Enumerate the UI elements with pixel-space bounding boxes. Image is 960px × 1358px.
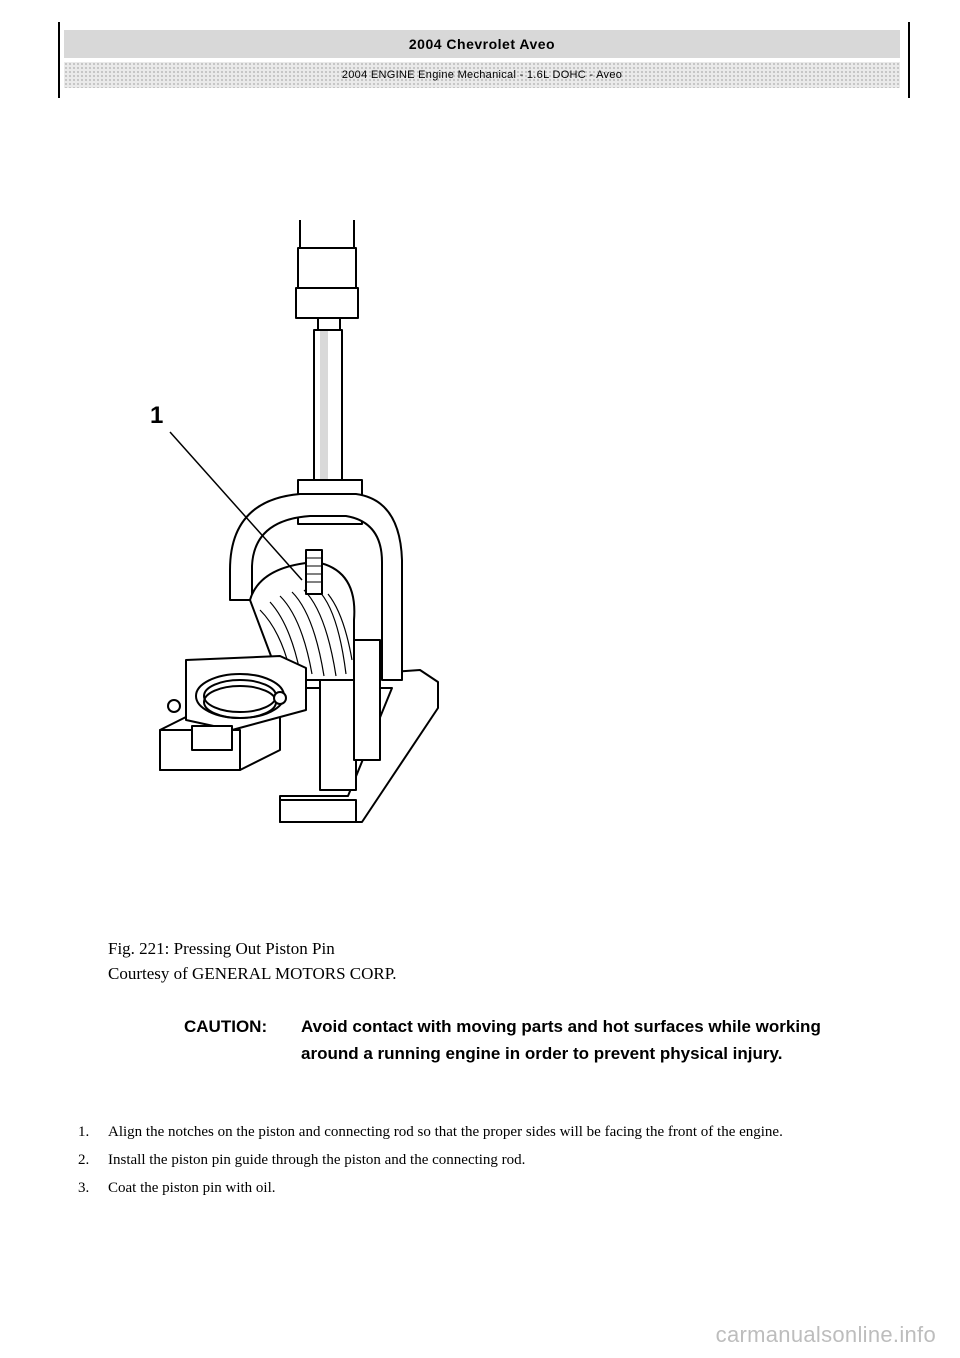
step-text: Align the notches on the piston and conn…	[108, 1124, 783, 1140]
step-text: Install the piston pin guide through the…	[108, 1152, 526, 1168]
list-item: 1. Align the notches on the piston and c…	[78, 1118, 888, 1146]
step-number: 2.	[78, 1152, 90, 1168]
caution-text: Avoid contact with moving parts and hot …	[301, 1017, 821, 1063]
piston-pin-press-illustration	[159, 220, 439, 823]
page-title: 2004 Chevrolet Aveo	[64, 30, 900, 58]
list-item: 2. Install the piston pin guide through …	[78, 1146, 888, 1174]
caution-label: CAUTION:	[184, 1017, 268, 1036]
callout-number: 1	[150, 402, 164, 429]
caution-note: CAUTION: Avoid contact with moving parts…	[184, 1013, 864, 1067]
list-item: 3. Coat the piston pin with oil.	[78, 1174, 888, 1202]
figure-caption-title: Fig. 221: Pressing Out Piston Pin	[108, 939, 335, 958]
watermark-link[interactable]: carmanualsonline.info	[715, 1322, 936, 1347]
step-text: Coat the piston pin with oil.	[108, 1180, 276, 1196]
step-number: 3.	[78, 1180, 90, 1196]
figure-caption-credit: Courtesy of GENERAL MOTORS CORP.	[108, 964, 397, 983]
step-number: 1.	[78, 1124, 90, 1140]
header-frame	[58, 22, 910, 98]
procedure-steps: 1. Align the notches on the piston and c…	[78, 1118, 888, 1202]
figure-caption: Fig. 221: Pressing Out Piston Pin Courte…	[108, 936, 397, 986]
page-subtitle: 2004 ENGINE Engine Mechanical - 1.6L DOH…	[64, 62, 900, 88]
